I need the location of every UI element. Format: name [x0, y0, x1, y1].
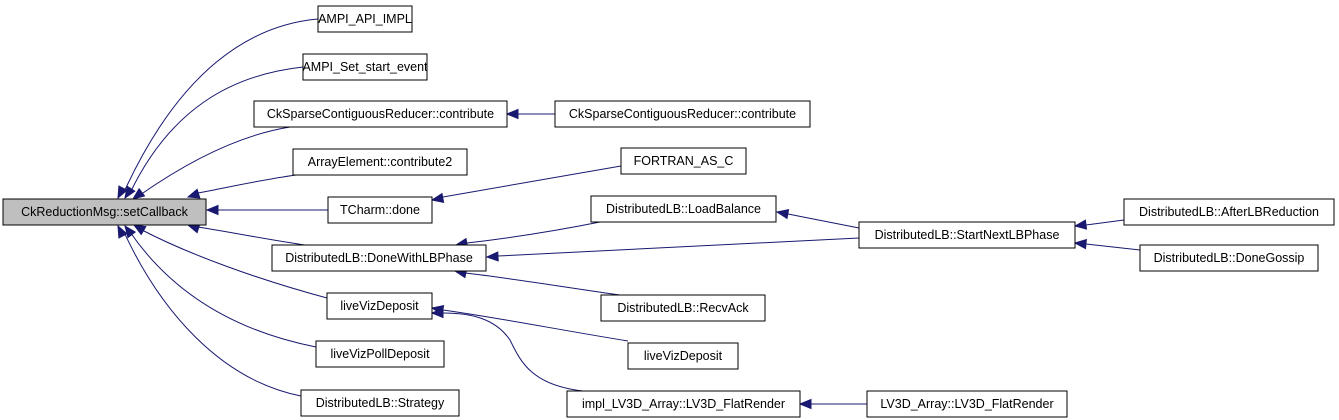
edge-line [139, 126, 291, 196]
edge-line [197, 174, 297, 194]
node-label: DistributedLB::RecvAck [617, 301, 749, 315]
edge-dlb_afterlbreduction-to-dlb_startnext [1073, 219, 1125, 230]
node-cksparse1[interactable]: CkSparseContiguousReducer::contribute [253, 100, 508, 128]
edge-line [129, 66, 304, 194]
node-label: CkSparseContiguousReducer::contribute [569, 107, 796, 121]
edge-line [787, 213, 860, 229]
arrowhead-icon [186, 188, 201, 199]
arrowhead-icon [485, 251, 499, 262]
edge-livevizpolldeposit-to-setCallback [124, 224, 317, 348]
node-arrayelement_contribute2[interactable]: ArrayElement::contribute2 [292, 148, 468, 176]
arrowhead-icon [1073, 219, 1088, 230]
arrowhead-icon [124, 224, 137, 239]
edge-dlb_recvack-to-dlb_donewithlbphase [453, 268, 621, 296]
arrowhead-icon [775, 208, 790, 220]
edge-impl_lv3d_flatrender-to-livevizdeposit1 [430, 307, 584, 392]
arrowhead-icon [131, 187, 146, 200]
node-label: DistributedLB::Strategy [316, 396, 445, 410]
edge-line [141, 229, 328, 299]
node-label: liveVizDeposit [340, 299, 419, 313]
node-dlb_loadbalance[interactable]: DistributedLB::LoadBalance [590, 195, 777, 223]
node-label: FORTRAN_AS_C [634, 154, 734, 168]
node-label: AMPI_API_IMPL [318, 12, 412, 26]
node-dlb_strategy[interactable]: DistributedLB::Strategy [300, 389, 460, 417]
node-tcharm_done[interactable]: TCharm::done [327, 196, 433, 224]
node-dlb_donewithlbphase[interactable]: DistributedLB::DoneWithLBPhase [271, 244, 487, 272]
node-label: DistributedLB::StartNextLBPhase [875, 228, 1060, 242]
edge-line [464, 272, 621, 296]
arrowhead-icon [117, 224, 128, 239]
node-label: ArrayElement::contribute2 [308, 155, 453, 169]
node-impl_lv3d_flatrender[interactable]: impl_LV3D_Array::LV3D_FlatRender [566, 390, 801, 418]
node-label: DistributedLB::DoneGossip [1154, 251, 1305, 265]
edge-line [129, 231, 317, 348]
node-label: CkReductionMsg::setCallback [21, 205, 188, 219]
node-dlb_afterlbreduction[interactable]: DistributedLB::AfterLBReduction [1123, 198, 1335, 226]
node-label: LV3D_Array::LV3D_FlatRender [880, 397, 1053, 411]
node-fortran_as_c[interactable]: FORTRAN_AS_C [620, 147, 747, 175]
edge-line [442, 312, 584, 392]
arrowhead-icon [1073, 238, 1087, 250]
arrowhead-icon [132, 224, 147, 236]
edge-cksparse2-to-cksparse1 [505, 108, 555, 120]
node-label: liveVizDeposit [644, 349, 723, 363]
edge-line [497, 237, 860, 257]
node-label: liveVizPollDeposit [330, 347, 430, 361]
edge-dlb_startnext-to-dlb_donewithlbphase [485, 237, 860, 262]
edge-line [197, 226, 306, 246]
node-lv3d_flatrender[interactable]: LV3D_Array::LV3D_FlatRender [866, 390, 1068, 418]
edge-line [1085, 219, 1125, 226]
arrowhead-icon [117, 185, 128, 200]
node-label: DistributedLB::DoneWithLBPhase [285, 251, 473, 265]
node-label: DistributedLB::AfterLBReduction [1139, 205, 1319, 219]
arrowhead-icon [124, 185, 136, 200]
node-dlb_startnext[interactable]: DistributedLB::StartNextLBPhase [858, 221, 1076, 249]
node-dlb_recvack[interactable]: DistributedLB::RecvAck [600, 294, 766, 322]
edge-line [466, 221, 601, 244]
node-ampi_set_start_event[interactable]: AMPI_Set_start_event [302, 53, 428, 81]
node-livevizdeposit1[interactable]: liveVizDeposit [326, 292, 433, 320]
edge-lv3d_flatrender-to-impl_lv3d_flatrender [798, 398, 867, 410]
edge-line [442, 309, 629, 342]
node-dlb_donegossip[interactable]: DistributedLB::DoneGossip [1139, 244, 1319, 272]
edge-cksparse1-to-setCallback [131, 126, 291, 200]
edge-dlb_donewithlbphase-to-setCallback [186, 223, 306, 246]
edge-livevizdeposit2-to-livevizdeposit1 [430, 304, 629, 342]
edge-ampi_api_impl-to-setCallback [117, 18, 319, 200]
edge-dlb_loadbalance-to-dlb_donewithlbphase [454, 221, 601, 249]
edge-line [1085, 243, 1141, 251]
node-ampi_api_impl[interactable]: AMPI_API_IMPL [317, 5, 413, 33]
arrowhead-icon [505, 108, 519, 120]
node-cksparse2[interactable]: CkSparseContiguousReducer::contribute [554, 100, 811, 128]
node-label: CkSparseContiguousReducer::contribute [267, 107, 494, 121]
edge-dlb_startnext-to-dlb_loadbalance [775, 208, 860, 229]
edge-dlb_donegossip-to-dlb_startnext [1073, 238, 1141, 251]
edge-line [442, 165, 622, 198]
edge-dlb_strategy-to-setCallback [117, 224, 302, 397]
node-setCallback[interactable]: CkReductionMsg::setCallback [2, 198, 207, 226]
edge-line [123, 231, 302, 397]
arrowhead-icon [205, 204, 219, 216]
edge-fortran_as_c-to-tcharm_done [430, 165, 622, 204]
edge-line [123, 18, 319, 193]
edge-tcharm_done-to-setCallback [205, 204, 328, 216]
edge-arrayelement_contribute2-to-setCallback [186, 174, 297, 199]
edge-ampi_set_start_event-to-setCallback [124, 66, 304, 200]
node-label: impl_LV3D_Array::LV3D_FlatRender [582, 397, 785, 411]
edge-livevizdeposit1-to-setCallback [132, 224, 328, 299]
arrowhead-icon [430, 192, 445, 204]
node-livevizdeposit2[interactable]: liveVizDeposit [627, 342, 739, 370]
node-livevizpolldeposit[interactable]: liveVizPollDeposit [315, 340, 445, 368]
arrowhead-icon [798, 398, 812, 410]
nodes-layer: CkReductionMsg::setCallback AMPI_API_IMP… [2, 5, 1335, 418]
node-label: DistributedLB::LoadBalance [606, 202, 761, 216]
node-label: AMPI_Set_start_event [302, 60, 428, 74]
arrowhead-icon [430, 307, 444, 319]
node-label: TCharm::done [340, 203, 420, 217]
edges-layer [117, 18, 1141, 410]
